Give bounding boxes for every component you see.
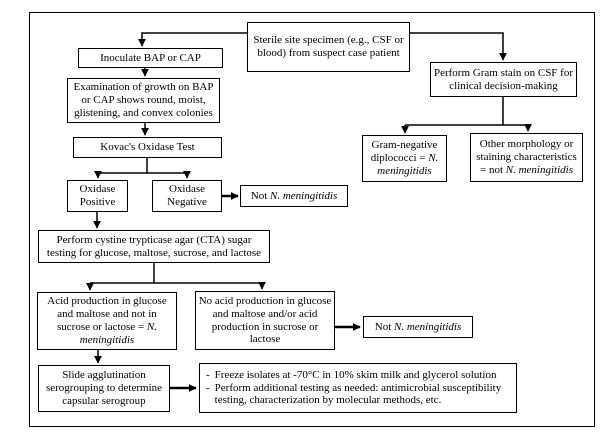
flowchart-box-oxidase-positive: Oxidase Positive [67, 180, 128, 212]
bullet-dash: - [206, 381, 210, 394]
box-text: Not N. meningitidis [375, 321, 461, 334]
diagram-frame [29, 12, 595, 427]
flowchart-box-slide-agglutination: Slide agglutination serogrouping to dete… [38, 365, 170, 412]
species-name: N. meningitidis [79, 321, 157, 346]
bullet-text: Freeze isolates at -70°C in 10% skim mil… [214, 368, 497, 381]
flowchart-box-acid-production: Acid production in glucose and maltose a… [37, 292, 177, 350]
bullet-text: Perform additional testing as needed: an… [214, 381, 502, 407]
bullet-item: - Perform additional testing as needed: … [204, 382, 512, 408]
flowchart-box-other-morphology: Other morphology or staining characteris… [470, 133, 583, 182]
box-text: Gram-negative diplococci = N. meningitid… [365, 139, 444, 178]
species-name: N. meningitidis [377, 152, 439, 177]
flowchart-box-cta-sugar: Perform cystine trypticase agar (CTA) su… [38, 230, 270, 263]
flowchart-box-examination: Examination of growth on BAP or CAP show… [67, 78, 220, 123]
box-text: Perform cystine trypticase agar (CTA) su… [46, 233, 262, 259]
species-name: N. meningitidis [505, 163, 573, 176]
flowchart-box-oxidase-negative: Oxidase Negative [152, 180, 222, 212]
flowchart-box-gram-stain: Perform Gram stain on CSF for clinical d… [430, 62, 577, 97]
arrow-sterile-to-inoculate [138, 32, 247, 47]
box-text: Perform Gram stain on CSF for clinical d… [433, 66, 573, 92]
box-text-roman: Other morphology or staining characteris… [476, 138, 577, 176]
box-text: Acid production in glucose and maltose a… [40, 295, 174, 347]
box-text: Kovac's Oxidase Test [100, 141, 195, 154]
flowchart-box-sterile-specimen: Sterile site specimen (e.g., CSF or bloo… [247, 22, 410, 72]
box-text: No acid production in glucose and maltos… [198, 294, 332, 346]
box-text-roman: Not [250, 189, 270, 202]
flowchart-box-no-acid-production: No acid production in glucose and maltos… [195, 291, 335, 350]
flowchart-box-kovac-oxidase-test: Kovac's Oxidase Test [73, 137, 222, 158]
bullet-item: - Freeze isolates at -70°C in 10% skim m… [204, 369, 512, 382]
box-text: Examination of growth on BAP or CAP show… [73, 81, 214, 119]
box-text: Slide agglutination serogrouping to dete… [45, 369, 163, 407]
flowchart-box-not-meningitidis-2: Not N. meningitidis [363, 316, 473, 338]
bullet-dash: - [206, 368, 210, 381]
box-text: Sterile site specimen (e.g., CSF or bloo… [253, 34, 404, 59]
species-name: N. meningitidis [394, 320, 462, 333]
box-text: Oxidase Positive [79, 183, 116, 208]
flowchart-box-inoculate: Inoculate BAP or CAP [78, 48, 223, 68]
box-text-roman: Not [374, 320, 394, 333]
box-text: Inoculate BAP or CAP [100, 51, 201, 64]
flowchart-box-gram-negative: Gram-negative diplococci = N. meningitid… [362, 135, 447, 182]
box-text: Oxidase Negative [167, 183, 207, 208]
box-text: Other morphology or staining characteris… [473, 138, 580, 177]
flowchart-box-storage-notes: - Freeze isolates at -70°C in 10% skim m… [199, 363, 517, 413]
species-name: N. meningitidis [270, 189, 338, 202]
arrow-sterile-to-gramstain [410, 32, 507, 61]
flowchart-box-not-meningitidis-1: Not N. meningitidis [240, 185, 348, 207]
box-text-roman: Acid production in glucose and maltose a… [47, 295, 167, 333]
box-text: Not N. meningitidis [251, 190, 337, 203]
box-text-roman: Gram-negative diplococci = [370, 139, 438, 165]
